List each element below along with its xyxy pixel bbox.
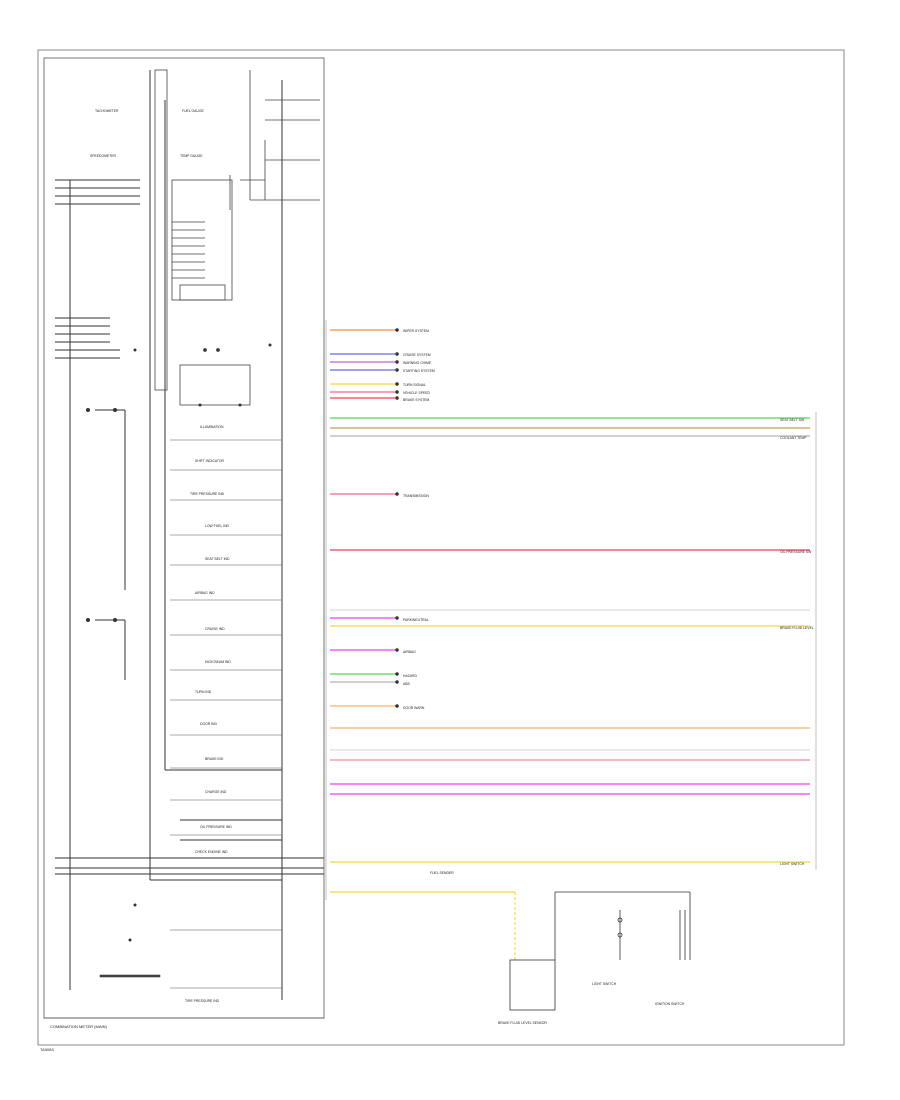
label-fuel-sender: FUEL SENDER <box>430 871 454 875</box>
pin-terminals <box>395 328 399 708</box>
label-turn-signal: TURN SIGNAL <box>403 383 426 387</box>
meter-caption: COMBINATION METER (MAIN) <box>50 1024 107 1029</box>
indicator-lamps <box>86 343 272 942</box>
indicator-rows <box>99 439 282 989</box>
label-starting-system: STARTING SYSTEM <box>403 369 435 373</box>
label-speedometer: SPEEDOMETER <box>90 154 117 158</box>
diagram-frame <box>37 49 845 1046</box>
label-tire-pressure: TIRE PRESSURE IND <box>185 999 220 1003</box>
bottom-components <box>509 891 691 1011</box>
label-brake-fluid-level: BRAKE FLUID LEVEL <box>780 626 814 630</box>
label-park-neutral: PARK/NEUTRAL <box>403 618 429 622</box>
label-coolant-temp: COOLANT TEMP <box>780 436 807 440</box>
label-transmission: TRANSMISSION <box>403 494 429 498</box>
label-cel: CHECK ENGINE IND <box>195 850 228 854</box>
label-brake-fluid-sensor: BRAKE FLUID LEVEL SENSOR <box>498 1021 547 1025</box>
label-brake: BRAKE IND <box>205 757 224 761</box>
label-vehicle-speed: VEHICLE SPEED <box>403 391 430 395</box>
label-door: DOOR IND <box>200 722 218 726</box>
label-warning-chime: WARNING CHIME <box>403 361 432 365</box>
gauge-block <box>154 69 320 406</box>
label-shift-indicator: SHIFT INDICATOR <box>195 459 225 463</box>
diagram-code: TA0083 <box>40 1047 54 1052</box>
pin-column <box>325 320 817 900</box>
label-door-warn: DOOR WARN <box>403 706 425 710</box>
label-temp-gauge: TEMP GAUGE <box>180 154 203 158</box>
label-fuel-gauge: FUEL GAUGE <box>182 109 204 113</box>
label-tachometer: TACHOMETER <box>95 109 119 113</box>
label-cruise: CRUISE IND <box>205 627 225 631</box>
left-labels: TACHOMETER FUEL GAUGE SPEEDOMETER TEMP G… <box>90 109 232 1003</box>
label-abs: ABS <box>403 682 411 686</box>
label-illumination: ILLUMINATION <box>200 425 224 429</box>
label-tpms: TIRE PRESSURE IND <box>190 492 225 496</box>
label-airbag-right: AIRBAG <box>403 650 416 654</box>
label-seat-belt: SEAT BELT IND <box>205 557 230 561</box>
label-airbag: AIRBAG IND <box>195 591 215 595</box>
right-labels: WIPER SYSTEM CRUISE SYSTEM WARNING CHIME… <box>403 329 814 875</box>
label-ignition-switch: IGNITION SWITCH <box>655 1002 685 1006</box>
label-cruise-system: CRUISE SYSTEM <box>403 353 431 357</box>
label-oil: OIL PRESSURE IND <box>200 825 232 829</box>
label-low-fuel: LOW FUEL IND <box>205 524 230 528</box>
label-turn: TURN IND <box>195 690 212 694</box>
label-seat-belt-sw: SEAT BELT SW <box>780 418 805 422</box>
label-oil-pressure-sw: OIL PRESSURE SW <box>780 550 812 554</box>
label-wiper: WIPER SYSTEM <box>403 329 429 333</box>
label-high-beam: HIGH BEAM IND <box>205 660 231 664</box>
label-hazard: HAZARD <box>403 674 417 678</box>
wires <box>330 329 810 960</box>
label-charge: CHARGE IND <box>205 790 227 794</box>
label-brake-system: BRAKE SYSTEM <box>403 398 430 402</box>
label-light-switch: LIGHT SWITCH <box>780 862 805 866</box>
bottom-component-labels: BRAKE FLUID LEVEL SENSOR LIGHT SWITCH IG… <box>498 982 685 1025</box>
left-bus <box>55 70 324 1000</box>
label-light-switch-bottom: LIGHT SWITCH <box>592 982 617 986</box>
